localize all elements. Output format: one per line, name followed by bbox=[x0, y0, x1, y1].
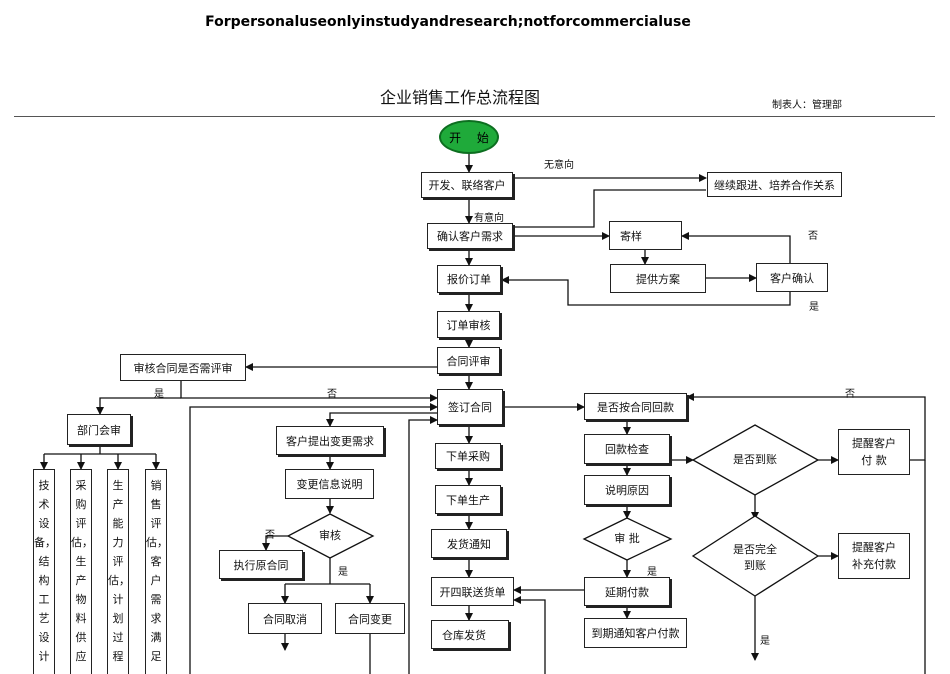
watermark-banner: Forpersonaluseonlyinstudyandresearch;not… bbox=[205, 14, 691, 30]
label-yes-review: 是 bbox=[154, 389, 164, 400]
label-no-review: 否 bbox=[327, 389, 337, 400]
diamond-full bbox=[691, 515, 820, 597]
node-remind-supplement: 提醒客户 补充付款 bbox=[838, 533, 910, 579]
node-follow-up: 继续跟进、培养合作关系 bbox=[707, 172, 842, 197]
node-delivery-note: 开四联送货单 bbox=[431, 577, 514, 606]
node-change-info: 变更信息说明 bbox=[285, 469, 374, 499]
label-no-payment: 否 bbox=[845, 389, 855, 400]
page-title: 企业销售工作总流程图 bbox=[379, 88, 540, 107]
node-contract-review: 合同评审 bbox=[437, 347, 500, 374]
node-contract-change: 合同变更 bbox=[335, 603, 405, 634]
node-shipping-notice: 发货通知 bbox=[431, 529, 507, 558]
node-by-contract-payment: 是否按合同回款 bbox=[584, 393, 687, 420]
diamond-full-label: 是否完全 到账 bbox=[733, 543, 777, 572]
node-change-request: 客户提出变更需求 bbox=[276, 426, 384, 455]
node-notify-due: 到期通知客户付款 bbox=[584, 618, 687, 648]
node-send-sample: 寄样 bbox=[609, 221, 682, 250]
label-yes-approval: 是 bbox=[647, 567, 657, 578]
diamond-arrived bbox=[691, 424, 820, 496]
label-yes-approve: 是 bbox=[338, 567, 348, 578]
diamond-approval-label: 审 批 bbox=[614, 532, 640, 545]
title-rule bbox=[14, 116, 935, 117]
node-remind-payment: 提醒客户 付 款 bbox=[838, 429, 910, 475]
node-need-review: 审核合同是否需评审 bbox=[120, 354, 246, 381]
label-no-confirm: 否 bbox=[808, 231, 818, 242]
node-order-review: 订单审核 bbox=[437, 311, 500, 338]
label-no-intent: 无意向 bbox=[544, 160, 574, 171]
start-node: 开 始 bbox=[439, 120, 499, 154]
node-develop-customer: 开发、联络客户 bbox=[421, 172, 513, 198]
label-yes-confirm: 是 bbox=[809, 302, 819, 313]
label-yes-full: 是 bbox=[760, 636, 770, 647]
node-customer-confirm: 客户确认 bbox=[756, 263, 828, 292]
label-no-approve: 否 bbox=[265, 530, 275, 541]
node-dept-review: 部门会审 bbox=[67, 414, 131, 445]
node-purchase-assessment: 采购评估，生产物料供应 bbox=[70, 469, 92, 674]
diamond-approval bbox=[582, 517, 673, 561]
node-quote-order: 报价订单 bbox=[437, 265, 501, 293]
diamond-approve bbox=[286, 513, 375, 559]
node-sign-contract: 签订合同 bbox=[437, 389, 503, 425]
diamond-arrived-label: 是否到账 bbox=[733, 453, 777, 466]
node-tech-assessment: 技术设备，结构工艺设计 bbox=[33, 469, 55, 674]
node-sales-assessment: 销售评估，客户需求满足 bbox=[145, 469, 167, 674]
node-confirm-needs: 确认客户需求 bbox=[427, 223, 513, 249]
node-purchase-order: 下单采购 bbox=[435, 443, 501, 469]
node-production-assessment: 生产能力评估，计划过程 bbox=[107, 469, 129, 674]
maker-label: 制表人：管理部 bbox=[772, 100, 842, 111]
label-intent: 有意向 bbox=[474, 213, 504, 224]
node-provide-plan: 提供方案 bbox=[610, 264, 706, 293]
diamond-approve-label: 审核 bbox=[319, 529, 341, 542]
node-contract-cancel: 合同取消 bbox=[248, 603, 322, 634]
node-deferred-payment: 延期付款 bbox=[584, 577, 670, 606]
node-warehouse-ship: 仓库发货 bbox=[431, 620, 509, 649]
node-payment-check: 回款检查 bbox=[584, 434, 670, 464]
node-explain-reason: 说明原因 bbox=[584, 475, 670, 505]
node-execute-original: 执行原合同 bbox=[219, 550, 303, 579]
node-production-order: 下单生产 bbox=[435, 485, 501, 514]
